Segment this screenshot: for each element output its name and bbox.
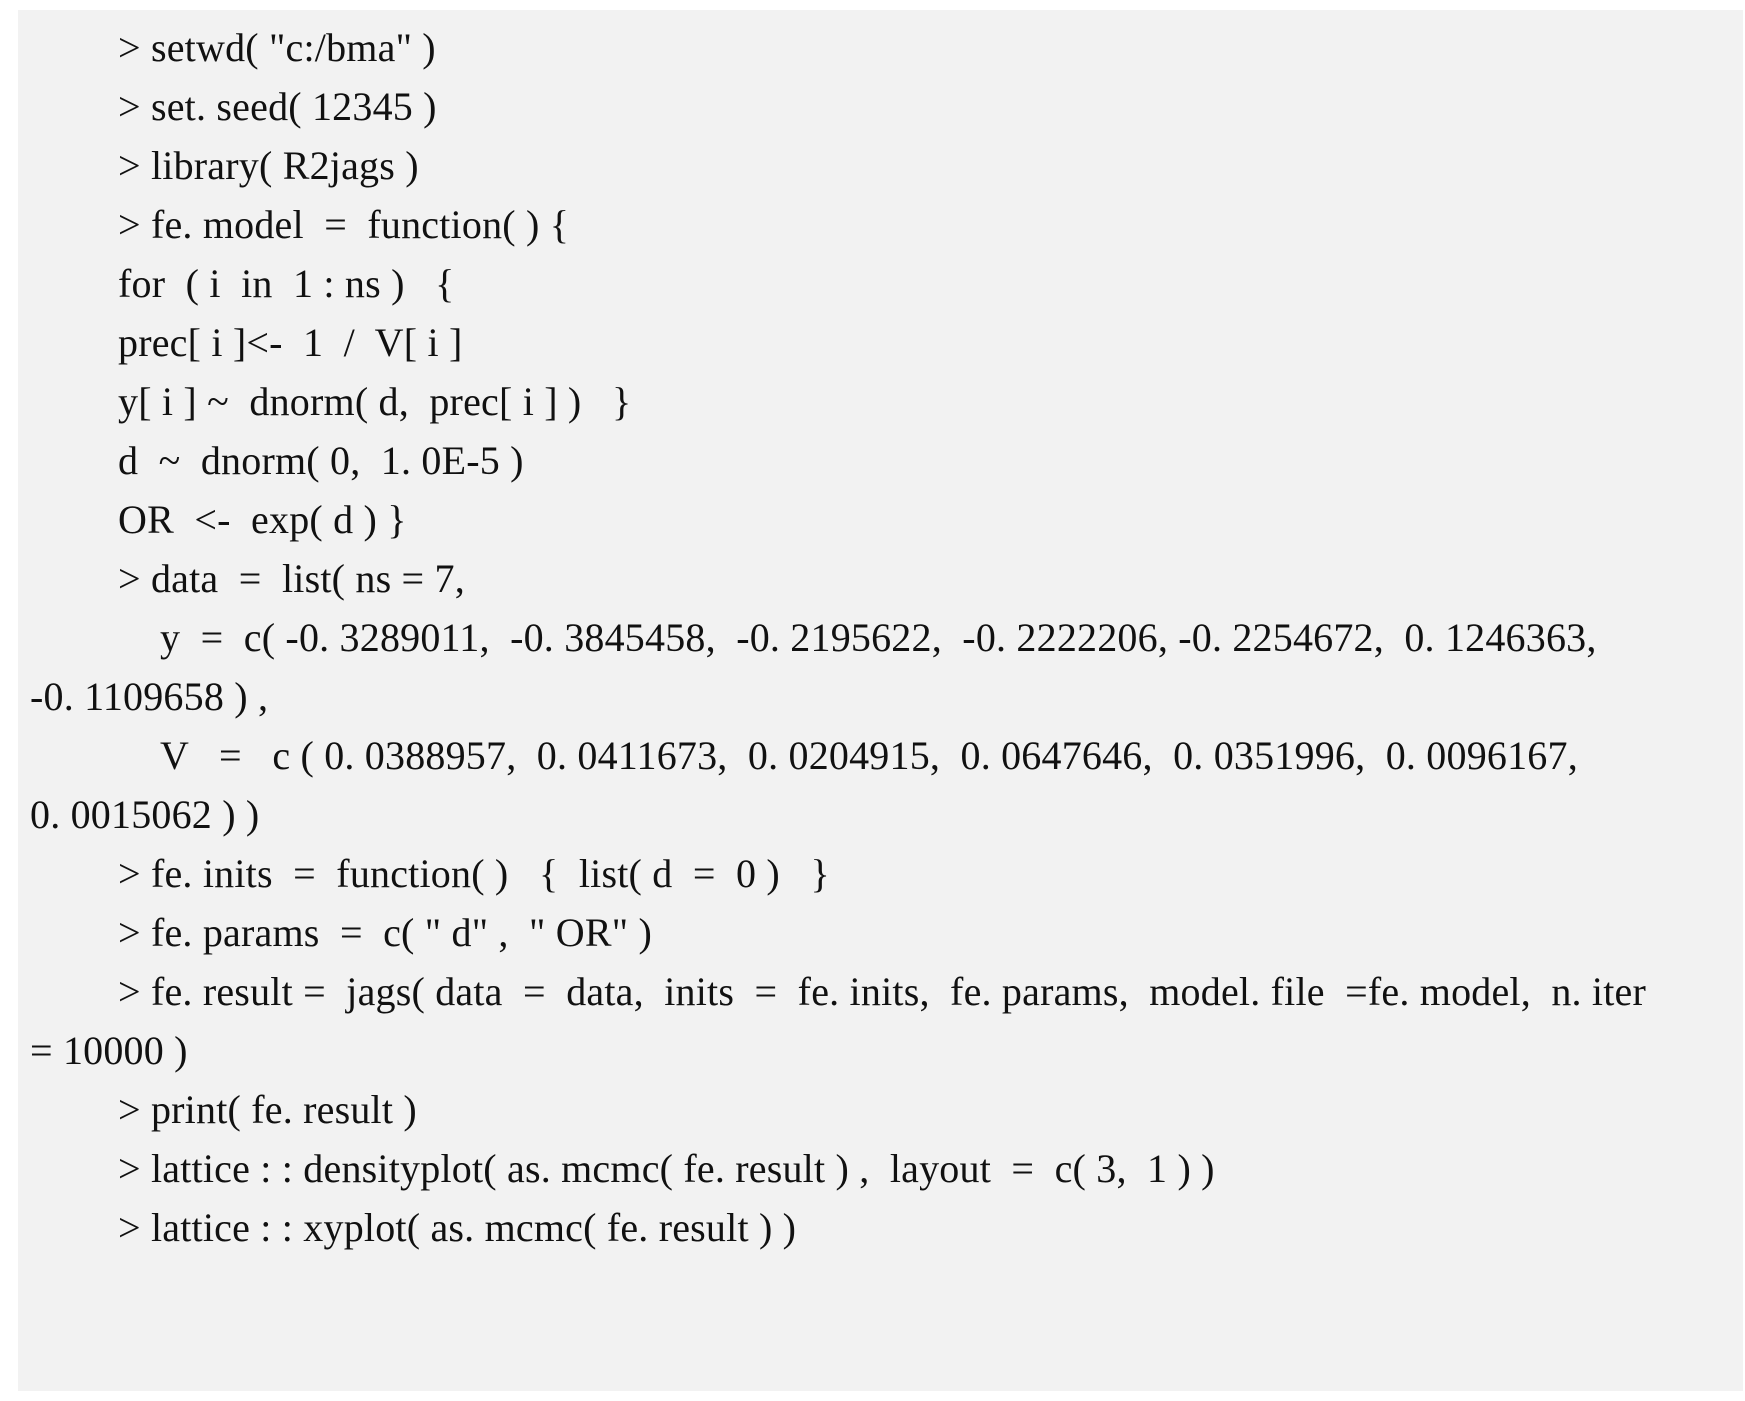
- code-line-prec: prec[ i ]<- 1 / V[ i ]: [118, 320, 463, 365]
- code-line-d-dnorm: d ~ dnorm( 0, 1. 0E-5 ): [118, 438, 524, 483]
- code-line-setwd: > setwd( "c:/bma" ): [118, 25, 436, 70]
- code-line-fe-inits: > fe. inits = function( ) { list( d = 0 …: [118, 851, 830, 896]
- code-line-data-list: > data = list( ns = 7,: [118, 556, 465, 601]
- code-line-library: > library( R2jags ): [118, 143, 419, 188]
- code-line-fe-params: > fe. params = c( " d" , " OR" ): [118, 910, 652, 955]
- code-line-for-loop: for ( i in 1 : ns ) {: [118, 261, 455, 306]
- code-line-fe-result-cont: = 10000 ): [30, 1028, 188, 1073]
- code-line-y-values: y = c( -0. 3289011, -0. 3845458, -0. 219…: [160, 615, 1597, 660]
- code-listing-panel: > setwd( "c:/bma" ) > set. seed( 12345 )…: [18, 10, 1743, 1391]
- code-line-or-exp: OR <- exp( d ) }: [118, 497, 407, 542]
- code-line-print: > print( fe. result ): [118, 1087, 417, 1132]
- code-line-set-seed: > set. seed( 12345 ): [118, 84, 437, 129]
- code-line-v-values-cont: 0. 0015062 ) ): [30, 792, 260, 837]
- code-line-y-values-cont: -0. 1109658 ) ,: [30, 674, 269, 719]
- code-line-xyplot: > lattice : : xyplot( as. mcmc( fe. resu…: [118, 1205, 797, 1250]
- code-line-v-values: V = c ( 0. 0388957, 0. 0411673, 0. 02049…: [160, 733, 1578, 778]
- code-line-y-dnorm: y[ i ] ~ dnorm( d, prec[ i ] ) }: [118, 379, 632, 424]
- code-line-fe-model: > fe. model = function( ) {: [118, 202, 570, 247]
- code-line-densityplot: > lattice : : densityplot( as. mcmc( fe.…: [118, 1146, 1215, 1191]
- code-line-fe-result: > fe. result = jags( data = data, inits …: [118, 969, 1647, 1014]
